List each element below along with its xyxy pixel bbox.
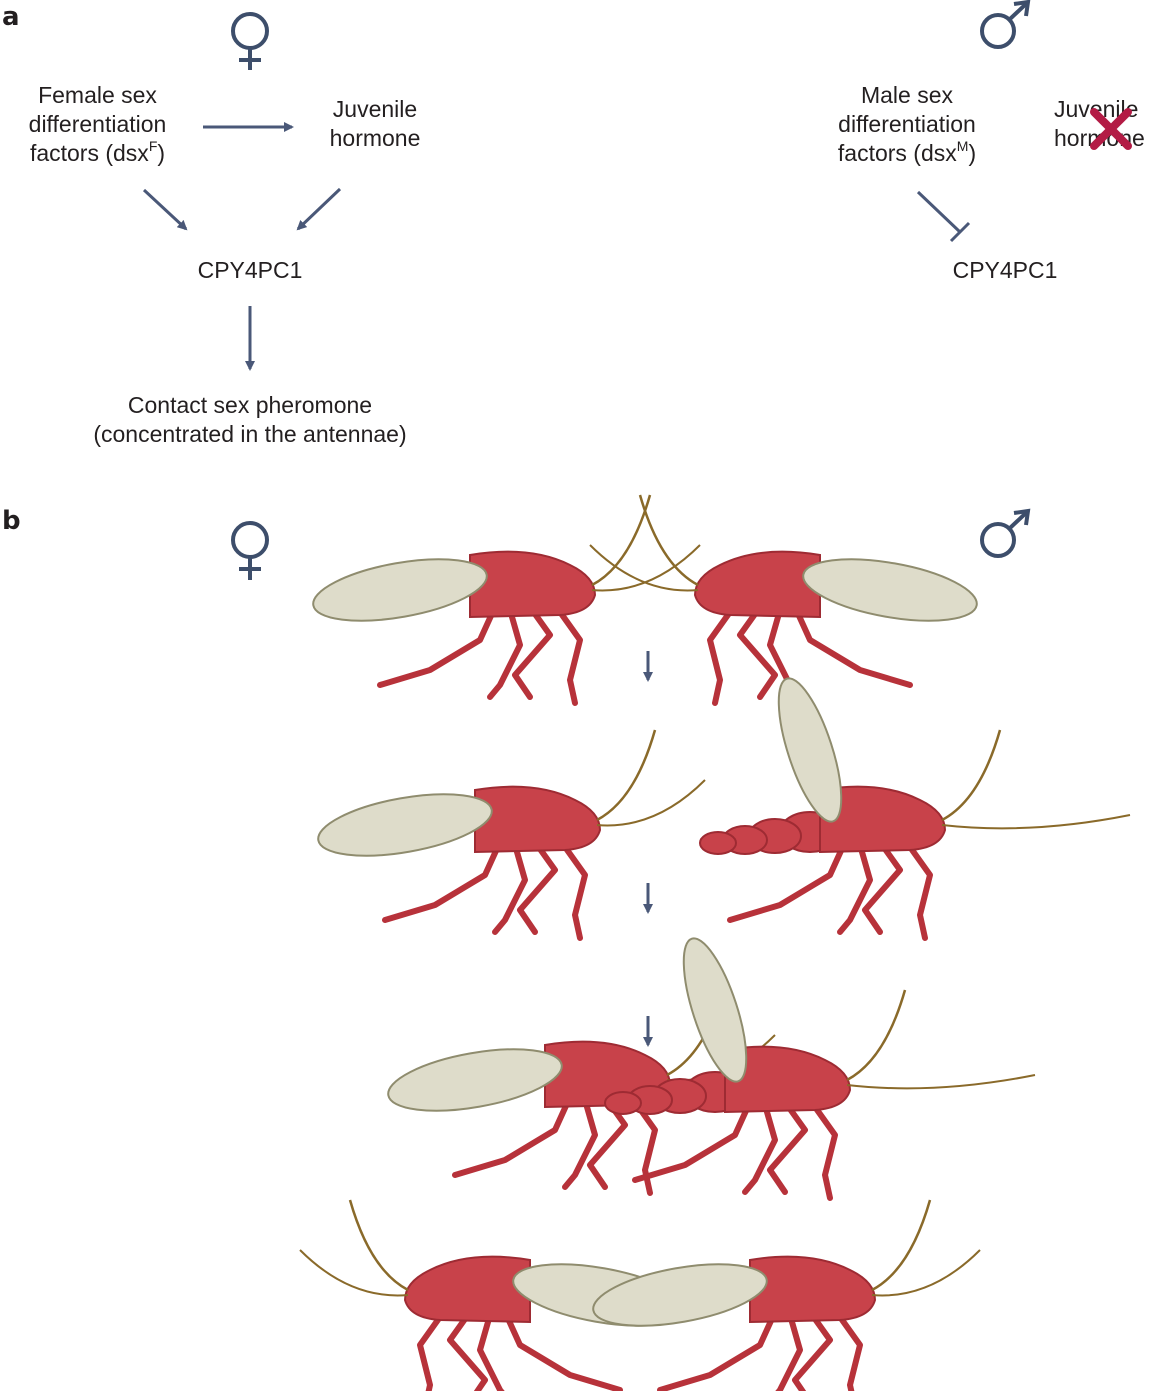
female-factors-label: Female sex differentiation factors (dsxF… [28,82,167,166]
arrow-factors-to-gene [142,188,188,231]
male-gene-label: CPY4PC1 [952,257,1058,283]
panel-b-label: b [2,506,21,536]
female-symbol-icon [231,12,269,70]
inhibition-arrow [916,190,971,243]
male-symbol-b-icon [980,508,1031,558]
step4-male-roach [589,1200,980,1391]
step2-female-roach [314,730,705,938]
female-symbol-b-icon [231,521,269,580]
step3-male-roach [605,932,1035,1198]
male-factors-label: Male sex differentiation factors (dsxM) [837,82,977,166]
step1-female-roach [309,495,700,703]
step1-male-roach [590,495,981,703]
pheromone-label: Contact sex pheromone (concentrated in t… [93,392,407,447]
female-hormone-label: Juvenile hormone [329,96,421,151]
absent-cross-icon [1090,108,1132,150]
female-gene-label: CPY4PC1 [197,257,303,283]
arrow-hormone-to-gene [296,187,342,231]
male-symbol-icon [980,0,1031,49]
panel-a-label: a [2,2,20,32]
step2-male-roach [700,672,1130,938]
